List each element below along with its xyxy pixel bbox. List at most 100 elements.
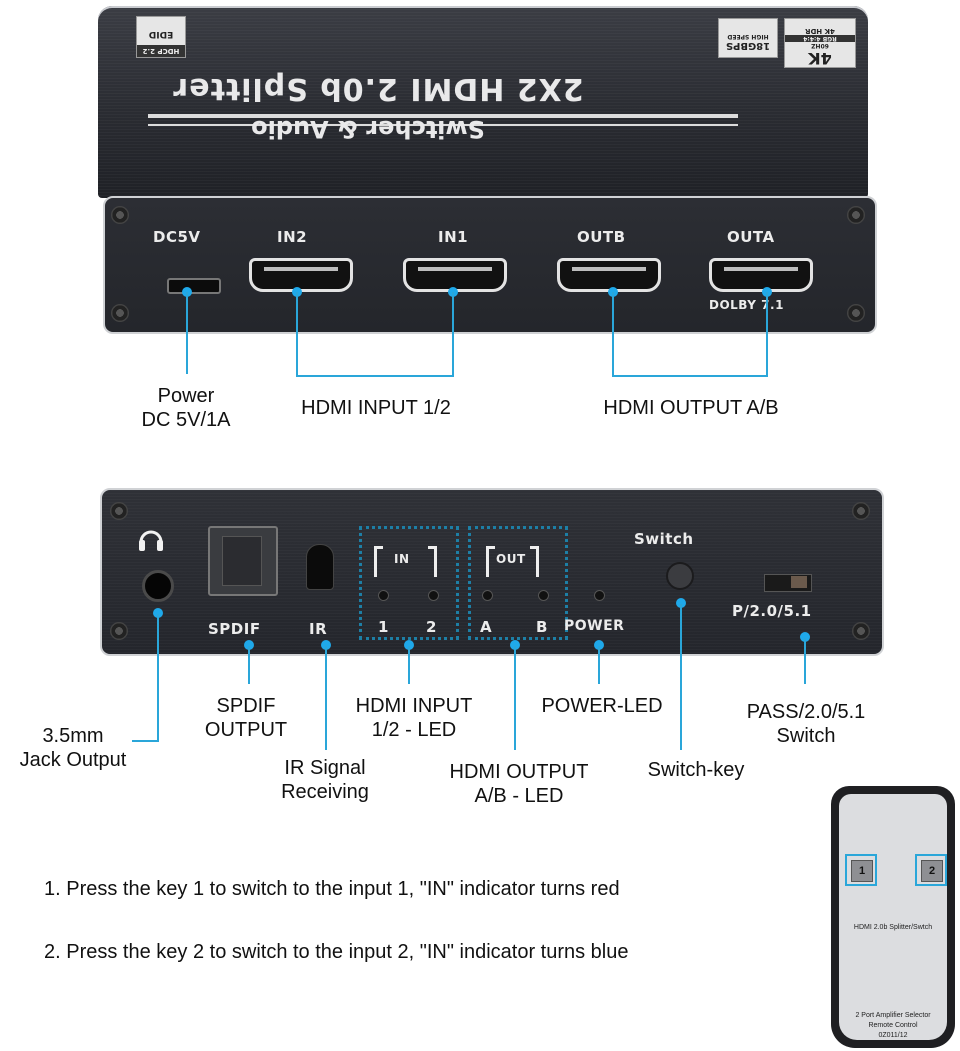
mode-slide-switch[interactable] (764, 574, 812, 592)
speed-badge: 18GBPS HIGH SPEED (718, 18, 778, 58)
callout-line (766, 292, 768, 376)
port-label-in2: IN2 (277, 228, 308, 246)
remote-key-1[interactable]: 1 (845, 854, 877, 886)
port-label-in1: IN1 (438, 228, 469, 246)
bracket-icon (530, 546, 539, 577)
callout-power: Power DC 5V/1A (141, 385, 231, 431)
out-box-label: OUT (496, 552, 526, 566)
in-box-label: IN (394, 552, 410, 566)
dolby-label: DOLBY 7.1 (709, 298, 784, 312)
callout-line (296, 292, 298, 376)
callout-line (157, 614, 159, 742)
callout-dot (153, 608, 163, 618)
audio-jack-port[interactable] (142, 570, 174, 602)
resolution-badge: 4K 60HZ RGB 4:4:4 4K HDR (784, 18, 856, 68)
led-input-2 (428, 590, 439, 601)
bracket-icon (428, 546, 437, 577)
callout-jack: 3.5mm Jack Output (19, 725, 127, 771)
switch-key-button[interactable] (666, 562, 694, 590)
spdif-label: SPDIF (208, 620, 261, 638)
mode-label: P/2.0/5.1 (732, 602, 812, 620)
callout-line (598, 646, 600, 684)
in-2-label: 2 (426, 618, 437, 636)
callout-line (248, 646, 250, 684)
top-device-front-panel: DC5V IN2 IN1 OUTB OUTA DOLBY 7.1 (103, 196, 877, 334)
callout-line (186, 292, 188, 374)
remote-footer-1: 2 Port Amplifier Selector (855, 1012, 931, 1019)
screw-icon (111, 206, 129, 224)
remote-model-text: HDMI 2.0b Splitter/Swtch (853, 924, 933, 931)
led-output-b (538, 590, 549, 601)
out-b-label: B (536, 618, 548, 636)
ir-receiver (306, 544, 334, 590)
input-led-group (359, 526, 459, 640)
callout-line (408, 646, 410, 684)
dc-power-port[interactable] (167, 278, 221, 294)
remote-footer-2: Remote Control (868, 1022, 918, 1029)
callout-dot (321, 640, 331, 650)
bracket-icon (374, 546, 383, 577)
screw-icon (111, 304, 129, 322)
callout-line (452, 292, 454, 376)
hdcp-badge: HDCP 2.2 EDID (136, 16, 186, 58)
ir-label: IR (309, 620, 328, 638)
device-subtitle: Switcher & Audio (251, 115, 485, 143)
callout-hdmi-input: HDMI INPUT 1/2 (301, 397, 451, 419)
port-label-outb: OUTB (577, 228, 626, 246)
callout-dot (594, 640, 604, 650)
callout-line (132, 740, 159, 742)
callout-power-led: POWER-LED (541, 695, 663, 717)
remote-footer-3: 0Z011/12 (878, 1032, 908, 1039)
callout-output-led: HDMI OUTPUT A/B - LED (449, 761, 589, 807)
callout-line (296, 375, 454, 377)
callout-switch-key: Switch-key (647, 759, 745, 781)
bracket-icon (486, 546, 495, 577)
callout-spdif: SPDIF OUTPUT (204, 695, 288, 741)
led-power (594, 590, 605, 601)
callout-dot (510, 640, 520, 650)
lid-print: 2X2 HDMI 2.0b Splitter Switcher & Audio … (98, 6, 868, 198)
switch-label: Switch (634, 530, 694, 548)
instruction-1: 1. Press the key 1 to switch to the inpu… (44, 878, 620, 900)
screw-icon (847, 206, 865, 224)
remote-control: 1 2 HDMI 2.0b Splitter/Swtch 2 Port Ampl… (831, 786, 955, 1048)
screw-icon (110, 502, 128, 520)
callout-hdmi-output: HDMI OUTPUT A/B (603, 397, 779, 419)
device-title: 2X2 HDMI 2.0b Splitter (172, 71, 584, 106)
callout-line (804, 638, 806, 684)
port-label-outa: OUTA (727, 228, 775, 246)
screw-icon (110, 622, 128, 640)
power-label: POWER (564, 618, 625, 634)
callout-dot (404, 640, 414, 650)
led-input-1 (378, 590, 389, 601)
callout-line (612, 292, 614, 376)
bottom-device-rear-panel: SPDIF IR IN 1 2 OUT A B POWER Switch P/2… (100, 488, 884, 656)
key-1-label[interactable]: 1 (851, 860, 873, 882)
callout-dot (676, 598, 686, 608)
in-1-label: 1 (378, 618, 389, 636)
callout-input-led: HDMI INPUT 1/2 - LED (355, 695, 473, 741)
out-a-label: A (480, 618, 493, 636)
spdif-optical-port[interactable] (208, 526, 278, 596)
key-2-label[interactable]: 2 (921, 860, 943, 882)
port-label-dc: DC5V (153, 228, 201, 246)
instruction-2: 2. Press the key 2 to switch to the inpu… (44, 941, 629, 963)
callout-mode-switch: PASS/2.0/5.1 Switch (746, 701, 866, 747)
headphone-icon (139, 530, 163, 551)
callout-dot (244, 640, 254, 650)
callout-line (325, 646, 327, 750)
top-device-lid: 2X2 HDMI 2.0b Splitter Switcher & Audio … (98, 6, 868, 198)
callout-line (514, 646, 516, 750)
led-output-a (482, 590, 493, 601)
remote-key-2[interactable]: 2 (915, 854, 947, 886)
callout-line (680, 604, 682, 750)
output-led-group (468, 526, 568, 640)
hdmi-in2-port[interactable] (249, 258, 353, 292)
callout-dot (800, 632, 810, 642)
screw-icon (852, 502, 870, 520)
callout-ir: IR Signal Receiving (281, 757, 369, 803)
callout-line (612, 375, 768, 377)
screw-icon (852, 622, 870, 640)
hdmi-outb-port[interactable] (557, 258, 661, 292)
hdmi-outa-port[interactable] (709, 258, 813, 292)
